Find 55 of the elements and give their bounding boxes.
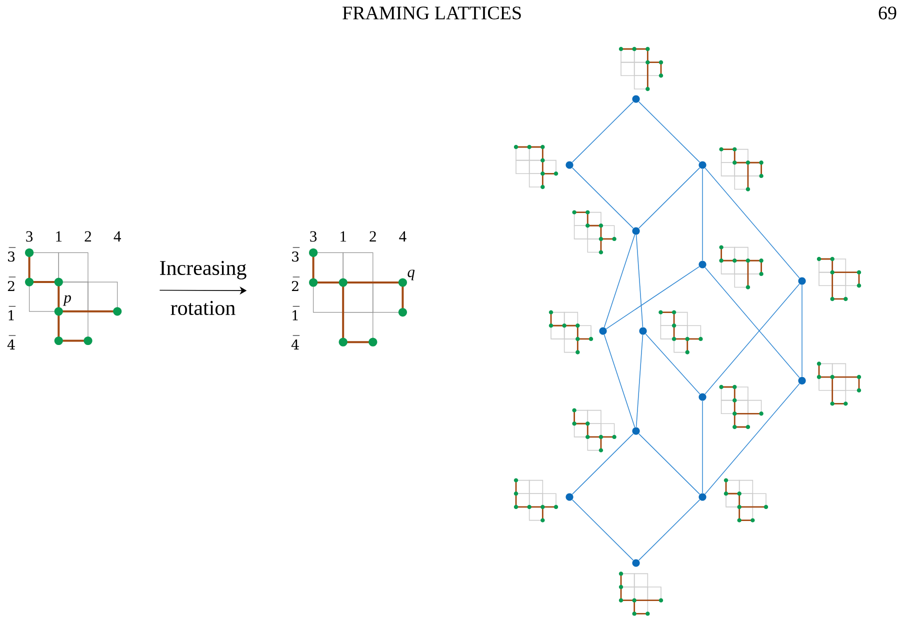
edge-label: Increasing rotation [160,260,246,316]
connector-line [604,334,636,428]
connector-line [702,400,703,494]
page-header: FRAMING LATTICES [342,6,521,20]
row-label: 2̅ [292,276,300,291]
node-dot [698,493,706,501]
connector-line [572,499,634,561]
node-dot [566,161,574,169]
node-dot [798,376,806,384]
column-label: 3 [26,231,33,242]
connector-line [704,383,800,494]
connector-line [645,334,700,394]
column-label: 3 [310,231,317,242]
node-dot [632,427,640,435]
node-dot [632,227,640,235]
connector-line [702,168,703,261]
node-dot [798,277,806,285]
point-label: q [408,270,415,280]
row-label: 4̅ [291,335,300,350]
connector-line [604,234,636,328]
connector-line [638,101,700,163]
connector-line [638,499,700,561]
column-label: 1 [340,231,346,242]
row-label: 1̅ [8,306,16,320]
column-label: 4 [114,231,121,242]
node-dot [632,95,640,103]
connector-line [704,168,800,278]
column-label: 2 [370,231,376,242]
row-label: 4̅ [7,335,16,350]
connector-line [572,167,634,229]
node-dot [566,493,574,501]
row-label: 3̅ [8,247,16,262]
column-label: 4 [399,231,406,242]
connector-line [704,267,800,378]
column-label: 1 [56,231,62,242]
connector-line [636,234,644,328]
row-label: 3̅ [292,247,300,262]
node-dot [698,260,706,268]
row-label: 1̅ [292,306,300,320]
node-dot [632,559,640,567]
node-dot [698,161,706,169]
connector-line [636,334,644,428]
connector-line [638,433,700,495]
page-number: 69 [878,6,896,20]
connector-line [638,167,700,229]
node-dot [698,393,706,401]
column-label: 2 [84,231,91,242]
connector-line [704,284,800,394]
connector-line [606,266,700,330]
node-dot [639,327,647,335]
connector-line [572,433,634,495]
node-dot [599,327,607,335]
row-label: 2̅ [8,276,16,291]
connector-line [572,101,634,163]
point-label: p [62,295,71,306]
